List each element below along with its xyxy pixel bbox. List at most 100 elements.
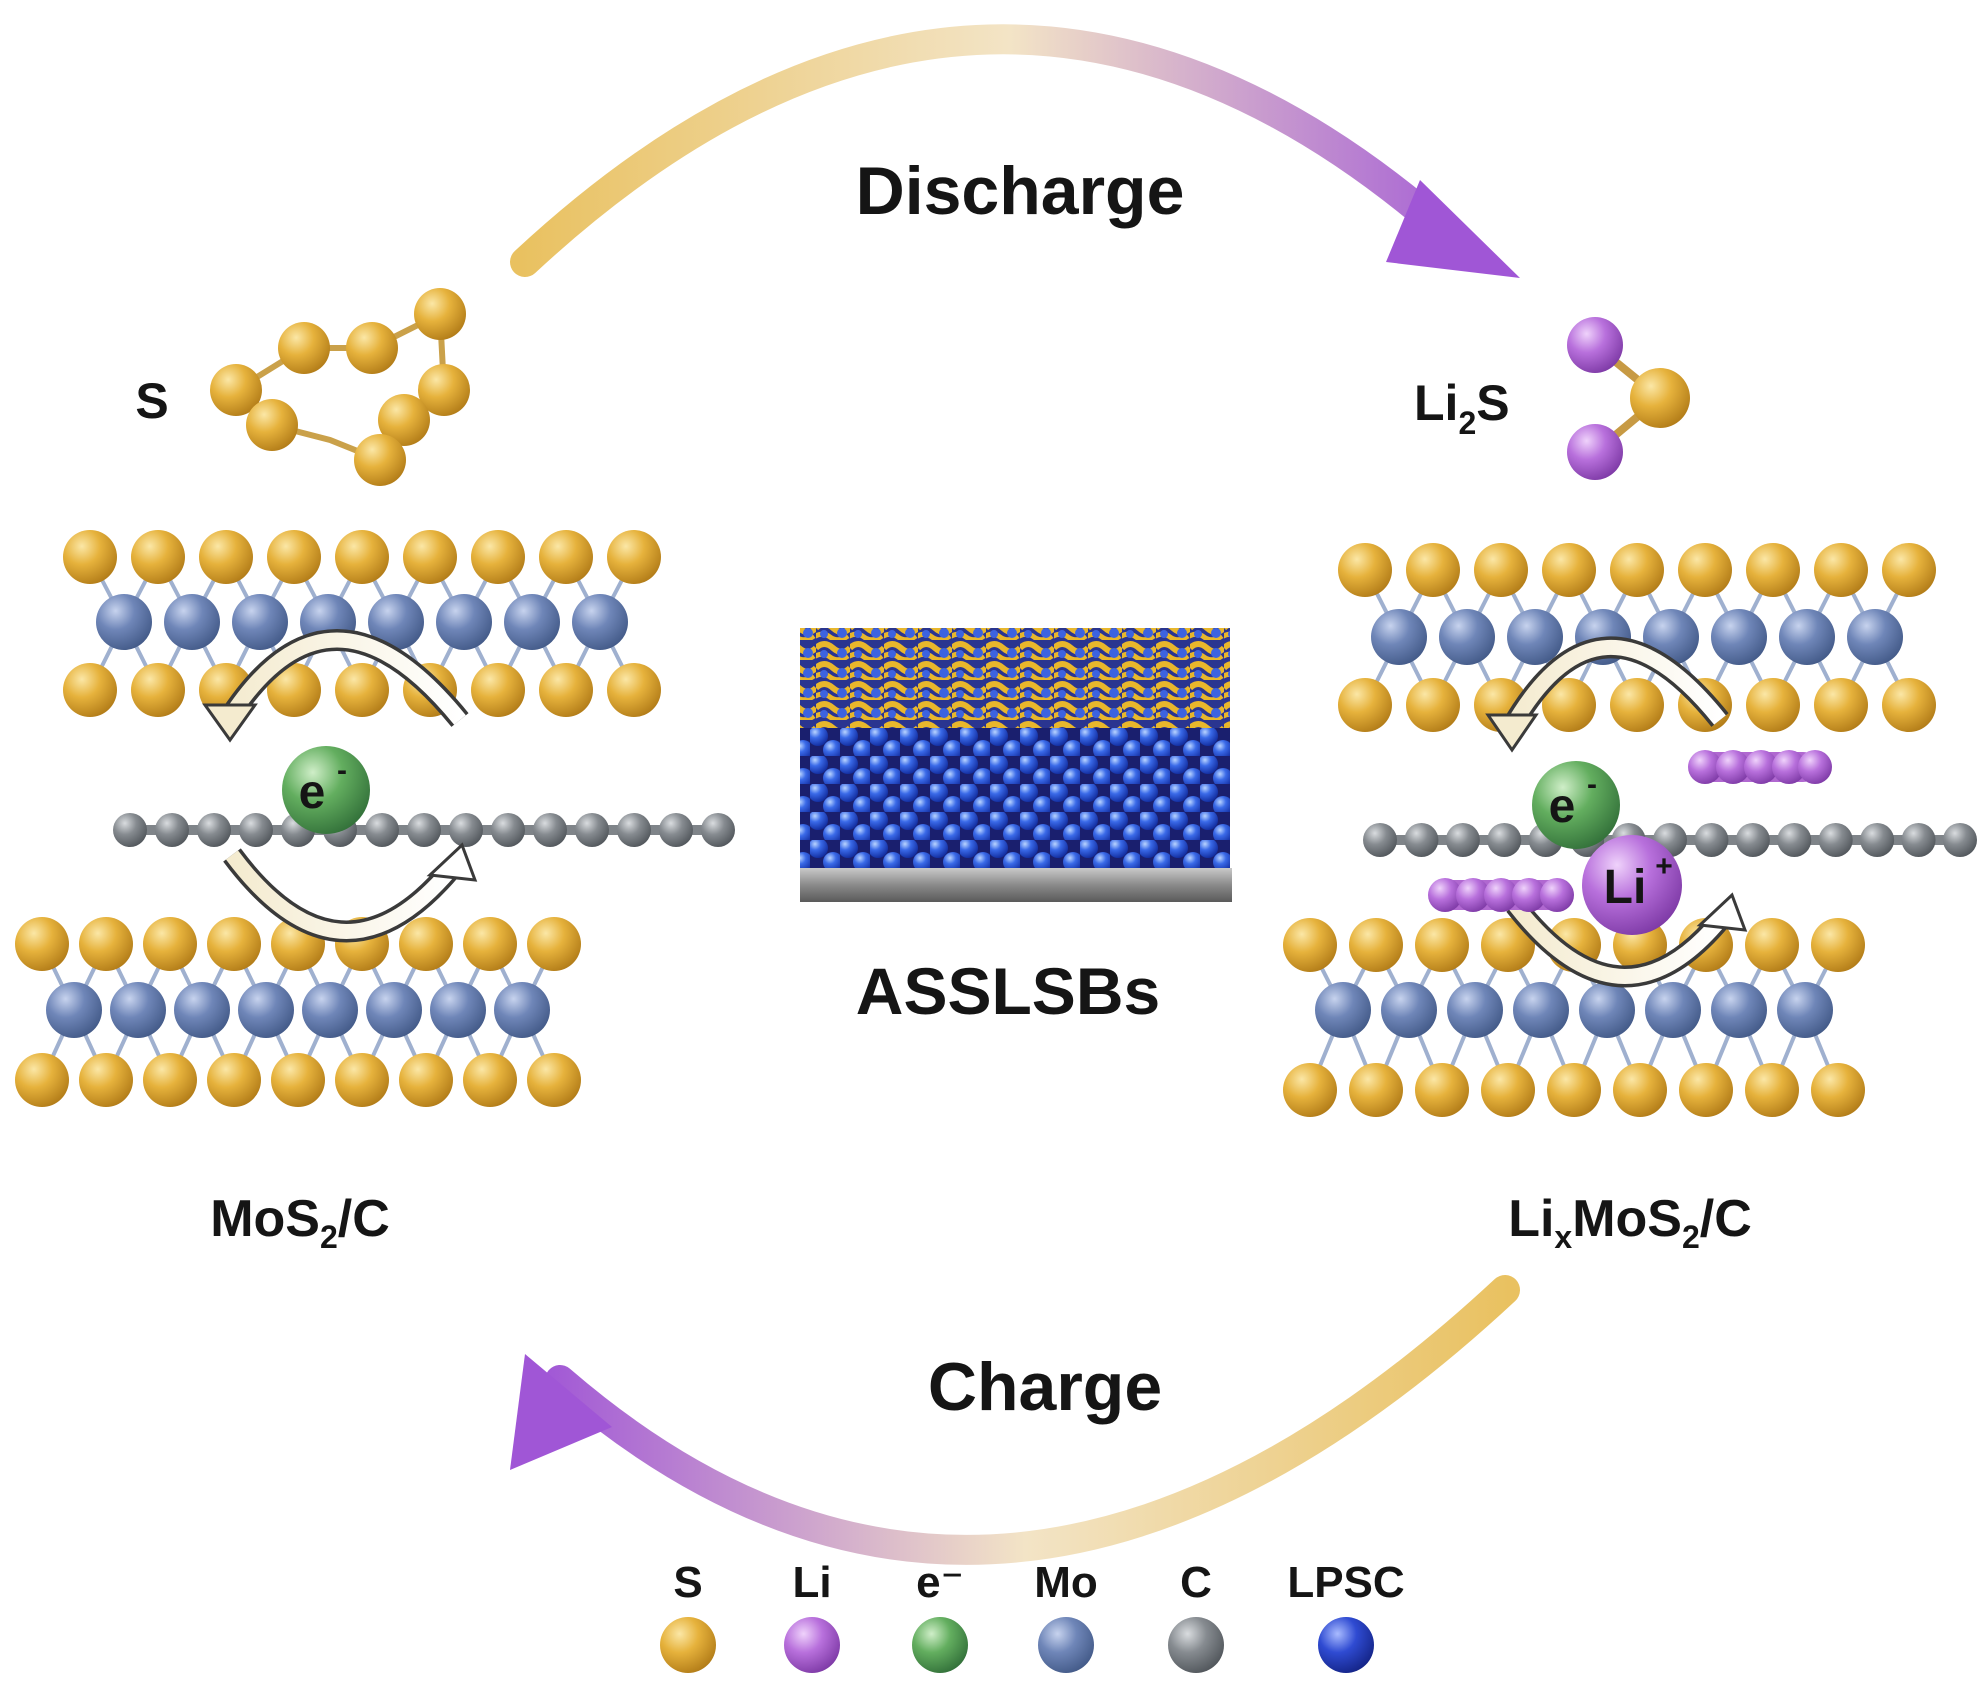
carbon-atom [533,813,567,847]
carbon-atom [1363,823,1397,857]
carbon-atom [659,813,693,847]
sulfur-atom [131,530,185,584]
sulfur-atom [607,530,661,584]
molybdenum-atom [238,982,294,1038]
carbon-atom [1735,823,1770,857]
sulfur-atom [207,917,261,971]
molybdenum-atom [232,594,288,650]
molybdenum-atom [96,594,152,650]
sulfur-atom [1481,918,1535,972]
sulfur-atom [1745,918,1799,972]
molybdenum-atom [1381,982,1437,1038]
legend-swatch [1038,1617,1094,1673]
assslsb-electrode-illustration [800,628,1232,902]
svg-text:Li2S: Li2S [1414,375,1510,441]
sulfur-atom [143,1053,197,1107]
svg-text:-: - [337,754,347,787]
discharge-arrow-head [1386,180,1520,278]
molybdenum-atom [174,982,230,1038]
sulfur-atom [1610,543,1664,597]
sulfur-atom [1406,678,1460,732]
sulfur-atom [15,917,69,971]
carbon-atom [1818,823,1853,857]
carbon-atom [1777,823,1812,857]
left-carbon-chain [113,813,735,847]
sulfur-atom [1542,543,1596,597]
right-mos2-upper-layer [1338,543,1936,732]
legend-item: C [1168,1558,1224,1673]
sulfur-atom [399,1053,453,1107]
molybdenum-atom [504,594,560,650]
molybdenum-atom [366,982,422,1038]
sulfur-atom [527,917,581,971]
sulfur-atom [1415,918,1469,972]
sulfur-atom [463,1053,517,1107]
legend-label: S [673,1558,702,1607]
sulfur-atom [1678,543,1732,597]
sulfur-atom [463,917,517,971]
sulfur-atom [1349,918,1403,972]
legend-label: Li [792,1558,831,1607]
sulfur-atom [267,530,321,584]
sulfur-atom [267,663,321,717]
left-mos2-structure [15,530,735,1107]
carbon-atom [701,813,735,847]
svg-text:+: + [1655,850,1673,883]
carbon-atom [197,813,231,847]
molybdenum-atom [1371,609,1427,665]
molybdenum-atom [1447,982,1503,1038]
sulfur-atom [1613,1063,1667,1117]
sulfur-atom [1882,543,1936,597]
molybdenum-atom [1847,609,1903,665]
legend-item: Li [784,1558,840,1673]
sulfur-atom [1746,678,1800,732]
sulfur-atom [471,663,525,717]
svg-text:MoS2/C: MoS2/C [210,1190,390,1255]
carbon-atom [1694,823,1729,857]
molybdenum-atom [1645,982,1701,1038]
molybdenum-atom [1315,982,1371,1038]
carbon-atom [239,813,273,847]
sulfur-atom [1338,543,1392,597]
sulfur-atom [1679,1063,1733,1117]
molybdenum-atom [430,982,486,1038]
sulfur-atom [1474,543,1528,597]
svg-text:LixMoS2/C: LixMoS2/C [1508,1190,1752,1255]
carbon-atom [113,813,147,847]
sulfur-atom [527,1053,581,1107]
molybdenum-atom [46,982,102,1038]
sulfur-atom [335,663,389,717]
li2s-molecule [1567,317,1690,480]
charge-arrow-head [510,1354,612,1470]
molybdenum-atom [1777,982,1833,1038]
molybdenum-atom [436,594,492,650]
molybdenum-atom [494,982,550,1038]
molybdenum-atom [110,982,166,1038]
sulfur-atom [1811,1063,1865,1117]
sulfur-atom [1283,918,1337,972]
svg-text:Li: Li [1604,861,1647,914]
legend-swatch [912,1617,968,1673]
charge-arrow [510,1275,1520,1565]
li2s-label: Li2S [1414,375,1510,441]
right-mos2-lower-layer [1283,918,1865,1117]
carbon-atom [407,813,441,847]
right-lithium-chain-lower [1428,878,1574,912]
discharge-arrow [510,24,1520,278]
sulfur-atom [335,1053,389,1107]
legend-label: C [1180,1558,1212,1607]
sulfur-atom [79,917,133,971]
carbon-atom [617,813,651,847]
sulfur-atom [1814,678,1868,732]
molybdenum-atom [1439,609,1495,665]
sulfur-atom [199,530,253,584]
svg-text:e: e [299,766,326,819]
legend-swatch [1168,1617,1224,1673]
carbon-atom [1487,823,1522,857]
sulfur-atom [143,917,197,971]
legend-label: LPSC [1287,1558,1404,1607]
legend-swatch [660,1617,716,1673]
molybdenum-atom [164,594,220,650]
